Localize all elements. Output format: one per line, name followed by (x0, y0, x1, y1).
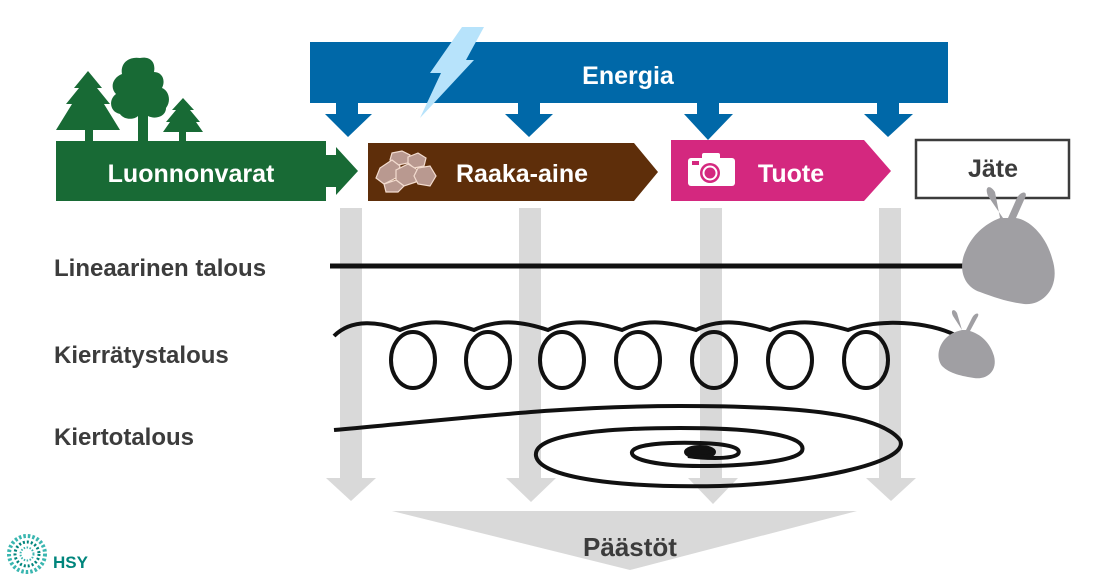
economy-label-circular: Kiertotalous (54, 424, 194, 451)
energy-arrow-4 (864, 100, 913, 137)
emission-arrow-1 (326, 208, 376, 501)
stage-waste: Jäte (914, 138, 1071, 200)
camera-icon (688, 153, 735, 186)
stage-label-raw-material: Raaka-aine (456, 160, 588, 188)
emission-arrows (326, 208, 916, 504)
lightning-bolt-icon (420, 27, 484, 118)
hsy-logo-text: HSY (53, 553, 89, 572)
recycling-economy-coil (332, 320, 956, 390)
energy-bar: Energia (310, 42, 948, 140)
economy-label-linear: Lineaarinen talous (54, 255, 266, 282)
energy-arrow-3 (684, 100, 733, 140)
hsy-logo: HSY (7, 534, 89, 574)
stage-product: Tuote (671, 140, 891, 201)
economy-label-recycling: Kierrätystalous (54, 342, 229, 369)
emission-arrow-2 (506, 208, 556, 502)
stage-label-natural-resources: Luonnonvarat (108, 160, 275, 188)
emission-arrow-4 (866, 208, 916, 501)
stage-natural-resources: Luonnonvarat (56, 141, 358, 201)
emissions-label: Päästöt (583, 532, 677, 562)
energy-label: Energia (582, 62, 675, 90)
trash-bag-icon-large (962, 187, 1055, 305)
energy-arrow-1 (325, 100, 372, 137)
trash-bag-icon-small (938, 310, 995, 379)
rocks-icon (375, 150, 437, 193)
stage-label-waste: Jäte (968, 155, 1018, 183)
energy-arrow-2 (505, 100, 553, 137)
trees-icon (56, 57, 203, 142)
circular-economy-spiral (333, 403, 903, 489)
hsy-ring-icon (7, 534, 47, 574)
stage-label-product: Tuote (758, 160, 824, 188)
emissions-arrow: Päästöt (392, 511, 857, 570)
stage-raw-material: Raaka-aine (368, 143, 658, 201)
